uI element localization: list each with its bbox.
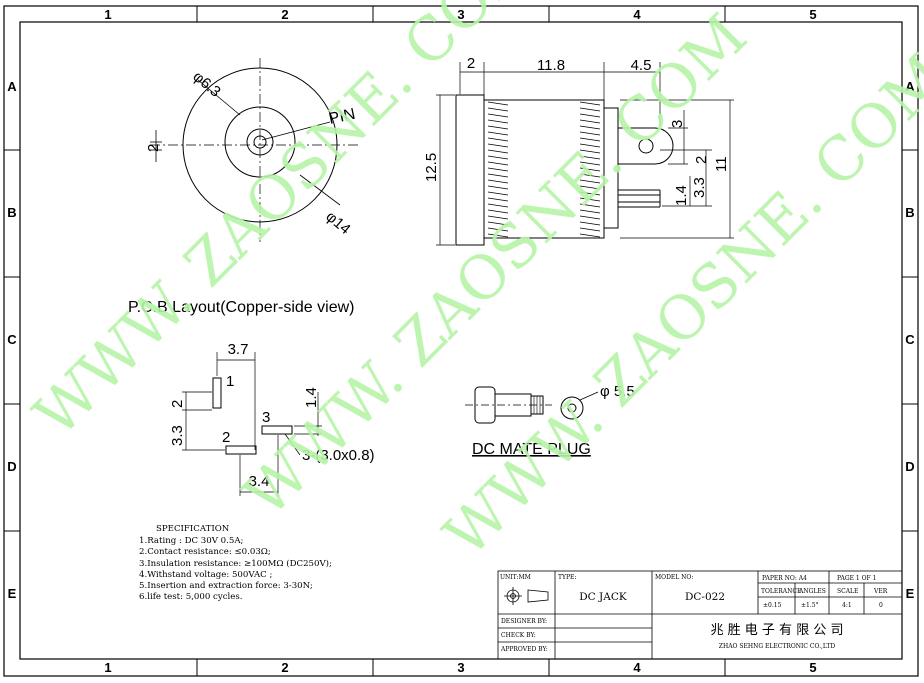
row-label-right: B — [905, 205, 914, 220]
col-label-top: 5 — [809, 7, 816, 22]
zone-labels: 1 2 3 4 5 1 2 3 4 5 A B C D E A B C D E — [7, 7, 915, 675]
company-name-en: ZHAO SEHNG ELECTRONIC CO.,LTD — [719, 643, 836, 650]
spec-line: 4.Withstand voltage: 500VAC ; — [139, 570, 272, 580]
frame — [3, 5, 919, 677]
model-label: MODEL NO: — [655, 574, 693, 581]
front-view: φ6.3 φ14 2 PIN — [145, 58, 360, 242]
col-label-bottom: 3 — [457, 660, 464, 675]
spec-line: 5.Insertion and extraction force: 3-30N; — [139, 581, 313, 591]
pcb-title: P.C.B Layout(Copper-side view) — [128, 299, 354, 316]
dim-3-3: 3.3 — [691, 177, 708, 198]
row-label-left: A — [7, 79, 17, 94]
row-label-left: E — [8, 586, 17, 601]
dim-2-side: 2 — [693, 156, 710, 164]
spec-line: 6.life test: 5,000 cycles. — [139, 592, 243, 602]
col-label-top: 2 — [281, 7, 288, 22]
dim-3-3-pcb: 3.3 — [169, 425, 186, 446]
model-value: DC-022 — [685, 591, 725, 603]
dim-11: 11 — [713, 156, 730, 172]
specification: SPECIFICATION 1.Rating : DC 30V 0.5A; 2.… — [139, 524, 332, 602]
angles-label: ANGLES — [798, 588, 826, 595]
type-label: TYPE: — [558, 574, 576, 581]
check-label: CHECK BY: — [501, 632, 536, 639]
row-label-left: C — [7, 332, 17, 347]
dim-dia-14: φ14 — [322, 208, 353, 238]
row-label-right: C — [905, 332, 915, 347]
scale-label: SCALE — [837, 588, 858, 595]
hole-note: 3-(3.0x0.8) — [302, 447, 375, 464]
watermarks: WWW. ZAOSNE. COM WWW. ZAOSNE. COM WWW. Z… — [21, 0, 924, 571]
row-label-right: E — [906, 586, 915, 601]
dim-4-5: 4.5 — [631, 57, 652, 74]
pin-number-1: 1 — [226, 373, 234, 390]
dim-12-5: 12.5 — [423, 153, 440, 182]
dim-1-4: 1.4 — [673, 185, 690, 206]
row-label-left: D — [7, 459, 16, 474]
col-label-bottom: 4 — [633, 660, 641, 675]
dim-offset: 2 — [145, 144, 162, 152]
thread-lines — [487, 101, 601, 238]
side-view: 2 11.8 4.5 3 2 3.3 1.4 11 12.5 — [423, 55, 734, 246]
thread-pattern — [579, 101, 601, 238]
plug-dia: φ 5.5 — [600, 383, 635, 400]
approved-label: APPROVED BY: — [500, 646, 548, 653]
projection-symbol — [504, 587, 549, 605]
paper-label: PAPER NO: A4 — [762, 575, 807, 582]
spec-line: 2.Contact resistance: ≤0.03Ω; — [139, 547, 271, 557]
page-label: PAGE 1 OF 1 — [837, 575, 876, 582]
title-block: UNIT:MM TYPE: DC JACK MODEL NO: DC-022 P… — [497, 570, 903, 660]
mate-plug: φ 5.5 DC MATE PLUG — [465, 383, 635, 458]
tolerance-label: TOLERANCE — [761, 588, 801, 595]
pin-number-2: 2 — [222, 429, 230, 446]
angles-value: ±1.5° — [801, 602, 819, 609]
col-label-top: 3 — [457, 7, 464, 22]
dim-11-8: 11.8 — [537, 57, 565, 74]
company-name-cn: 兆 胜 电 子 有 限 公 司 — [711, 623, 844, 638]
col-label-top: 1 — [104, 7, 111, 22]
ver-label: VER — [873, 588, 888, 595]
col-label-bottom: 5 — [809, 660, 816, 675]
dim-3: 3 — [669, 120, 686, 128]
dim-2-pcb: 2 — [169, 400, 186, 408]
thread-pattern — [487, 101, 509, 238]
spec-line: 3.Insulation resistance: ≥100MΩ (DC250V)… — [139, 558, 332, 569]
col-label-bottom: 2 — [281, 660, 288, 675]
spec-line: 1.Rating : DC 30V 0.5A; — [139, 536, 244, 546]
dim-3-7: 3.7 — [228, 341, 249, 358]
dim-1-4-pcb: 1.4 — [303, 387, 320, 408]
designer-label: DESIGNER BY: — [501, 618, 547, 625]
tolerance-value: ±0.15 — [763, 602, 782, 609]
ver-value: 0 — [879, 602, 883, 609]
dim-2: 2 — [467, 55, 475, 72]
dim-3-4: 3.4 — [249, 473, 270, 490]
plug-title: DC MATE PLUG — [472, 441, 591, 458]
row-label-right: D — [905, 459, 914, 474]
row-label-left: B — [7, 205, 16, 220]
row-label-right: A — [905, 79, 915, 94]
col-label-bottom: 1 — [104, 660, 111, 675]
pcb-layout: P.C.B Layout(Copper-side view) 3.7 2 3.3… — [128, 299, 375, 496]
scale-value: 4:1 — [842, 602, 852, 609]
pin-label: PIN — [327, 106, 357, 128]
spec-title: SPECIFICATION — [156, 524, 230, 534]
pin-number-3: 3 — [262, 409, 270, 426]
dim-dia-6-3: φ6.3 — [189, 68, 223, 101]
type-value: DC JACK — [579, 591, 627, 603]
unit-label: UNIT:MM — [500, 574, 531, 581]
col-label-top: 4 — [633, 7, 641, 22]
